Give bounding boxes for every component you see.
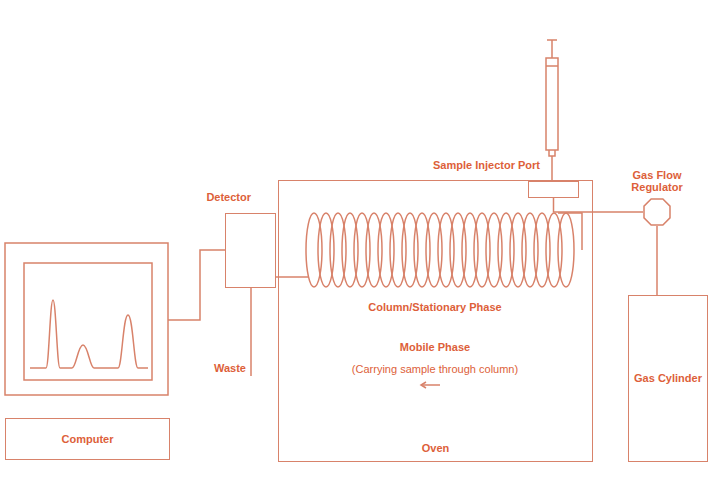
monitor-screen <box>24 263 152 380</box>
chromatogram-trace <box>30 300 148 368</box>
gas-line <box>656 226 658 295</box>
gas-cylinder: Gas Cylinder <box>628 295 708 462</box>
regulator-octagon <box>643 198 671 226</box>
phase-note: (Carrying sample through column) <box>352 363 518 376</box>
column-label: Column/Stationary Phase <box>368 301 501 314</box>
phase-label: Mobile Phase <box>400 341 470 354</box>
coil-winding <box>558 213 574 287</box>
node-label: Computer <box>62 433 114 446</box>
node-label: Oven <box>279 442 592 455</box>
detector-box: Detector <box>225 213 276 288</box>
node-label: Sample Injector Port <box>431 159 542 172</box>
node-label: Gas Flow Regulator <box>626 169 688 194</box>
waste-line <box>250 288 252 376</box>
signal-wire <box>168 250 225 320</box>
computer-box: Computer <box>5 418 170 460</box>
oven-box: Oven Sample Injector Port <box>278 180 593 462</box>
column-inlet <box>558 213 582 250</box>
node-label: Gas Cylinder <box>634 372 702 385</box>
syringe <box>546 40 558 180</box>
gas-line <box>554 198 644 212</box>
column-outlet <box>276 276 308 278</box>
flow-arrowhead <box>421 382 426 388</box>
waste-label: Waste <box>214 362 246 375</box>
injector-port: Sample Injector Port <box>528 181 579 198</box>
node-label: Detector <box>204 191 253 204</box>
flow-regulator: Gas Flow Regulator <box>643 198 671 226</box>
monitor-frame <box>5 243 168 395</box>
flow-arrow <box>422 384 440 386</box>
column-coil <box>306 213 582 287</box>
